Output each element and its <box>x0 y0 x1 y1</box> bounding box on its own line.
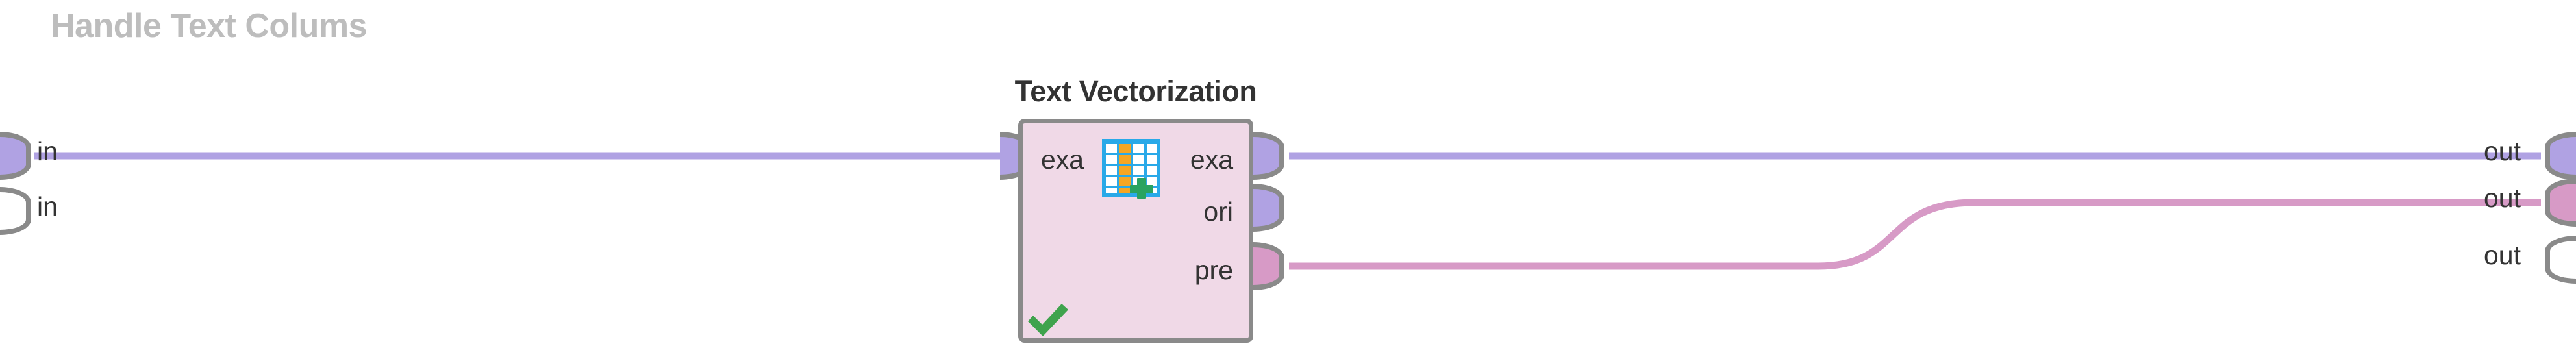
metanode-input-port-1[interactable] <box>0 132 31 180</box>
metanode-input-label-1: in <box>37 136 58 166</box>
metanode-output-port-3[interactable] <box>2545 236 2576 284</box>
node-output-label-exa: exa <box>1190 145 1233 175</box>
node-output-label-ori: ori <box>1203 197 1233 227</box>
node-output-label-pre: pre <box>1194 255 1233 285</box>
metanode-output-label-1: out <box>2484 136 2521 166</box>
metanode-input-label-2: in <box>37 192 58 221</box>
metanode-output-label-2: out <box>2484 183 2521 213</box>
table-add-icon <box>1102 139 1160 199</box>
metanode-output-port-1[interactable] <box>2545 132 2576 180</box>
green-check-icon <box>1028 304 1068 336</box>
wire-pre-to-out[interactable] <box>1289 199 2541 270</box>
node-output-port-pre[interactable] <box>1253 242 1284 290</box>
node-output-port-ori[interactable] <box>1253 184 1284 232</box>
node-input-label-exa: exa <box>1041 145 1084 175</box>
workflow-title: Handle Text Colums <box>51 7 368 45</box>
metanode-output-label-3: out <box>2484 240 2521 270</box>
metanode-input-port-2[interactable] <box>0 187 31 235</box>
metanode-output-port-2[interactable] <box>2545 179 2576 227</box>
node-output-port-exa[interactable] <box>1253 132 1284 180</box>
node-text-vectorization[interactable]: exa exa ori pre <box>1018 119 1253 343</box>
node-title: Text Vectorization <box>1014 75 1257 108</box>
